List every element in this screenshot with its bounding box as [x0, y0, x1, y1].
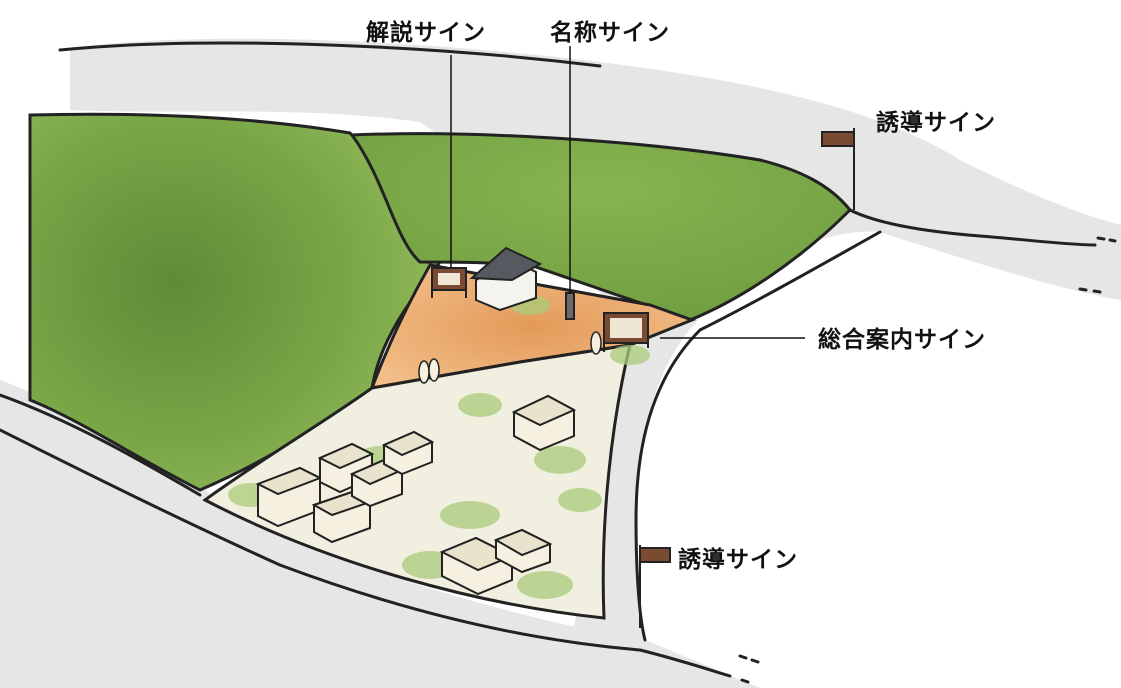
- leader-lines: [450, 46, 805, 339]
- village-houses: [255, 394, 577, 596]
- main-building: [469, 246, 543, 312]
- label-yudo-sign-top: 誘導サイン: [876, 110, 996, 136]
- label-sogo-annai-sign: 総合案内サイン: [818, 327, 986, 353]
- label-meisho-sign: 名称サイン: [550, 20, 670, 46]
- sign-sogo: [603, 312, 649, 352]
- house: [439, 536, 515, 596]
- road-edges: [0, 41, 1097, 678]
- road-dashes: [738, 236, 1117, 684]
- label-yudo-sign-bottom: 誘導サイン: [678, 547, 798, 573]
- house: [255, 466, 323, 528]
- people: [418, 331, 602, 384]
- sign-meisho: [565, 292, 575, 320]
- road-bottom-left: [0, 380, 760, 688]
- house: [493, 528, 553, 574]
- sign-kaisetsu: [431, 267, 467, 298]
- sign-yudo-top: [821, 128, 855, 210]
- label-kaisetsu-sign: 解説サイン: [366, 20, 486, 46]
- grass-top: [349, 132, 853, 322]
- house: [511, 394, 577, 452]
- sign-yudo-bottom: [639, 545, 671, 628]
- house: [381, 430, 435, 476]
